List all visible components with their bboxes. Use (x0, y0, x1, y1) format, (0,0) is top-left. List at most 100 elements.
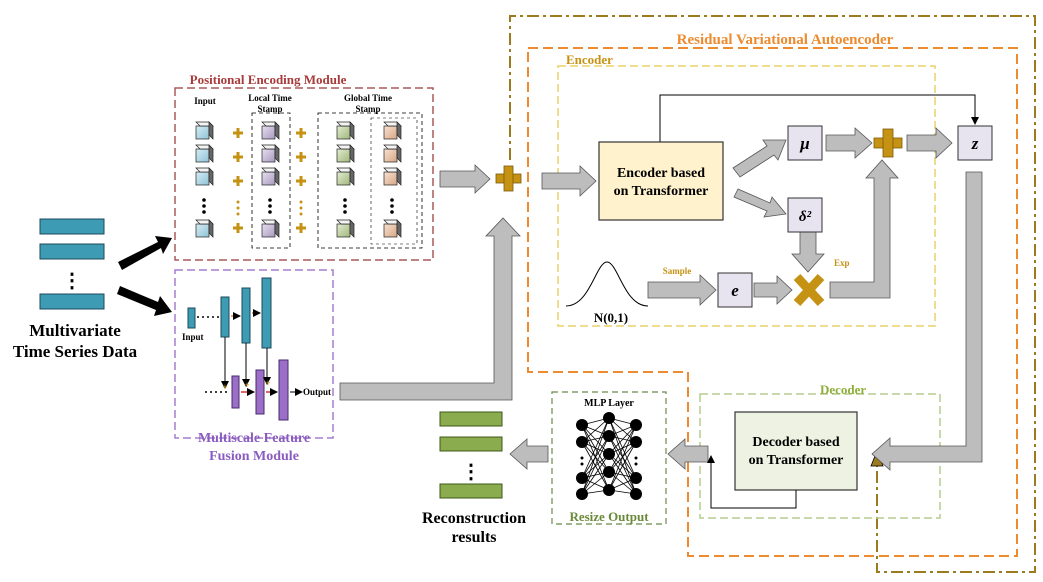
mlp-title: MLP Layer (584, 398, 634, 409)
mlp-node (576, 419, 588, 431)
arrow-pe-to-plus (439, 164, 491, 194)
cube-icon (383, 144, 402, 163)
mlp-edge (608, 424, 637, 455)
cube-icon (383, 219, 402, 238)
mu-box (787, 125, 823, 161)
plus-icon (233, 152, 243, 162)
residual-loop-line (509, 15, 1036, 573)
plus-icon (296, 176, 306, 186)
arrow-e-to-exp (753, 275, 793, 305)
cube-icon (383, 121, 402, 140)
cube-icon (261, 167, 280, 186)
arrow-encoder-to-sigma (733, 188, 787, 218)
plus-icon (296, 223, 306, 233)
pe-input-label: Input (194, 96, 216, 106)
arrow-normal-to-e (647, 274, 717, 306)
multiscale-title-2: Fusion Module (209, 449, 299, 464)
sample-label: Sample (663, 266, 692, 276)
sum-node-latent (873, 128, 903, 158)
plus-icon (296, 128, 306, 138)
reconstruction-label-1: Reconstruction (422, 510, 526, 527)
cube-icon (261, 219, 280, 238)
ellipsis-dots (236, 200, 240, 216)
svg-text:+: + (244, 380, 249, 390)
ellipsis-dots (299, 200, 303, 216)
mlp-edge (608, 453, 637, 495)
mlp-edge (581, 424, 610, 455)
mlp-node (630, 472, 642, 484)
ellipsis-dots (202, 198, 206, 214)
mlp-node (630, 436, 642, 448)
mlp-node (576, 488, 588, 500)
mlp-node (603, 484, 615, 496)
multiscale-module-border (174, 269, 334, 439)
mlp-edge (608, 424, 637, 473)
arrow-mlp-to-output (509, 438, 549, 470)
skip-line-to-z (659, 94, 979, 142)
rvae-border (527, 47, 1018, 557)
mlp-edge (581, 453, 610, 479)
mlp-edge (608, 435, 637, 495)
input-ellipsis: ⋮ (62, 270, 82, 292)
decoder-feedback-line (707, 455, 797, 509)
mlp-node (603, 412, 615, 424)
multiscale-output-label: Output (303, 387, 331, 397)
cube-icon (195, 121, 214, 140)
pe-local-label-2: Stamp (257, 104, 282, 114)
arrow-encoder-to-mu (732, 139, 787, 178)
pe-global-sub-border (370, 117, 418, 245)
pe-global-label-1: Global Time (344, 93, 392, 103)
mlp-node (603, 466, 615, 478)
mlp-edge (581, 435, 610, 495)
plus-icon (233, 176, 243, 186)
mlp-node (603, 448, 615, 460)
arrow-decoder-to-mlp (667, 438, 709, 470)
decoder-block-line2: on Transformer (749, 453, 844, 468)
input-label-2: Time Series Data (13, 342, 138, 361)
z-label: z (971, 134, 979, 153)
pe-title: Positional Encoding Module (190, 72, 347, 87)
encoder-block-line2: on Transformer (614, 184, 709, 199)
arrow-plus-to-z (906, 127, 953, 159)
cube-icon (336, 219, 355, 238)
mlp-edge (581, 417, 610, 443)
mlp-ellipsis-dot (580, 456, 584, 460)
arrow-sigma-to-exp (791, 231, 825, 273)
e-label: e (731, 281, 739, 300)
plus-icon (233, 128, 243, 138)
cube-icon (195, 167, 214, 186)
mu-label: μ (799, 134, 809, 153)
plus-icon (296, 152, 306, 162)
mlp-node (630, 488, 642, 500)
rvae-title: Residual Variational Autoencoder (677, 32, 894, 48)
e-box (717, 272, 753, 308)
pe-module-border (174, 87, 434, 261)
encoder-block-line1: Encoder based (617, 166, 705, 181)
sigma-box (787, 197, 823, 233)
exp-label: Exp (834, 258, 850, 268)
normal-label: N(0,1) (594, 310, 628, 325)
mlp-network-icon (576, 412, 642, 500)
decoder-block-line1: Decoder based (752, 435, 839, 450)
encoder-transformer-block (598, 141, 724, 221)
mlp-node (630, 419, 642, 431)
arrow-to-multiscale (117, 286, 172, 316)
resize-output-label: Resize Output (569, 509, 649, 524)
ellipsis-dots (268, 198, 272, 214)
pe-global-group-border (317, 112, 423, 249)
mlp-node (603, 430, 615, 442)
pe-cube-grid (195, 121, 402, 238)
cube-icon (336, 121, 355, 140)
svg-text:+: + (222, 382, 227, 392)
mlp-edge (581, 417, 610, 479)
encoder-title: Encoder (566, 52, 613, 67)
cube-icon (195, 144, 214, 163)
multiscale-graphic: + + + (187, 277, 303, 421)
mlp-ellipsis-dot (580, 462, 584, 466)
multiply-node (793, 273, 825, 307)
decoder-transformer-block (734, 411, 858, 491)
cube-icon (261, 144, 280, 163)
svg-text:+: + (265, 378, 270, 388)
pe-global-label-2: Stamp (355, 104, 380, 114)
